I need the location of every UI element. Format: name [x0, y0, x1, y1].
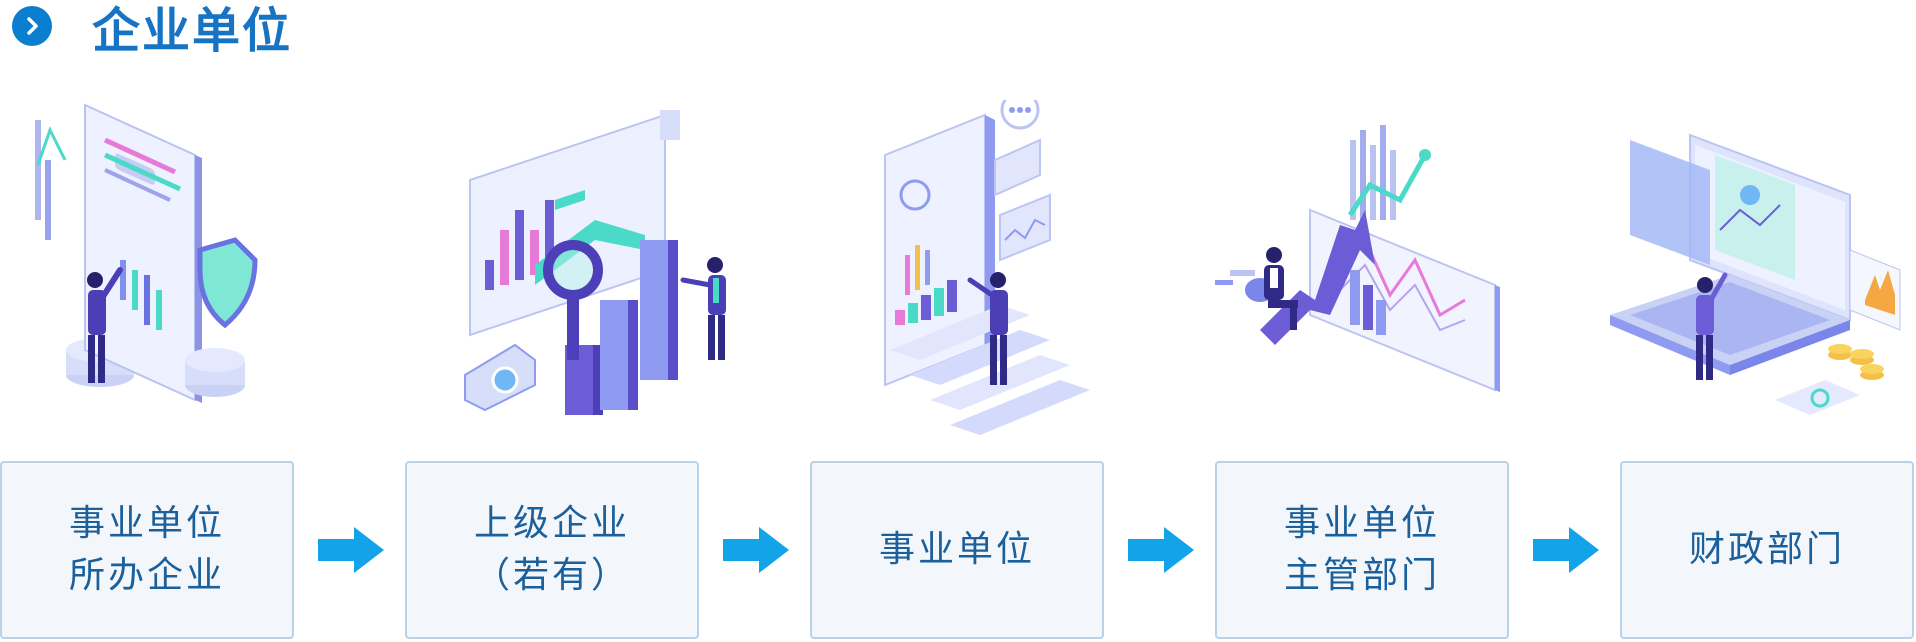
flow-step-3: 事业单位: [810, 461, 1104, 639]
flow-step-2: 上级企业 （若有）: [405, 461, 699, 639]
page-title: 企业单位: [92, 3, 293, 59]
flow-step-1-line-1: 事业单位: [68, 503, 225, 544]
chevron-right-icon: [12, 6, 52, 46]
section-header: 企业单位: [12, 0, 292, 59]
flow-step-2-line-2: （若有）: [473, 555, 630, 596]
flow-step-1: 事业单位 所办企业: [0, 461, 294, 639]
flow-step-3-line-1: 事业单位: [878, 529, 1035, 570]
flow-step-1-line-2: 所办企业: [68, 555, 225, 596]
arrow-right-icon: [1533, 527, 1599, 573]
clipboard-report-shield-illustration: [20, 100, 320, 440]
flow-step-4-line-2: 主管部门: [1283, 555, 1440, 596]
dashboard-panels-illustration: [860, 90, 1160, 440]
magnifier-bar-chart-illustration: [445, 100, 745, 440]
arrow-right-icon: [318, 527, 384, 573]
flow-step-4-line-1: 事业单位: [1283, 503, 1440, 544]
flow-step-5: 财政部门: [1620, 461, 1914, 639]
flow-step-4: 事业单位 主管部门: [1215, 461, 1509, 639]
growth-arrow-chart-illustration: [1200, 100, 1502, 440]
arrow-right-icon: [1128, 527, 1194, 573]
laptop-coins-illustration: [1610, 100, 1910, 440]
flow-step-2-line-1: 上级企业: [473, 503, 630, 544]
flow-step-5-line-1: 财政部门: [1688, 529, 1845, 570]
arrow-right-icon: [723, 527, 789, 573]
